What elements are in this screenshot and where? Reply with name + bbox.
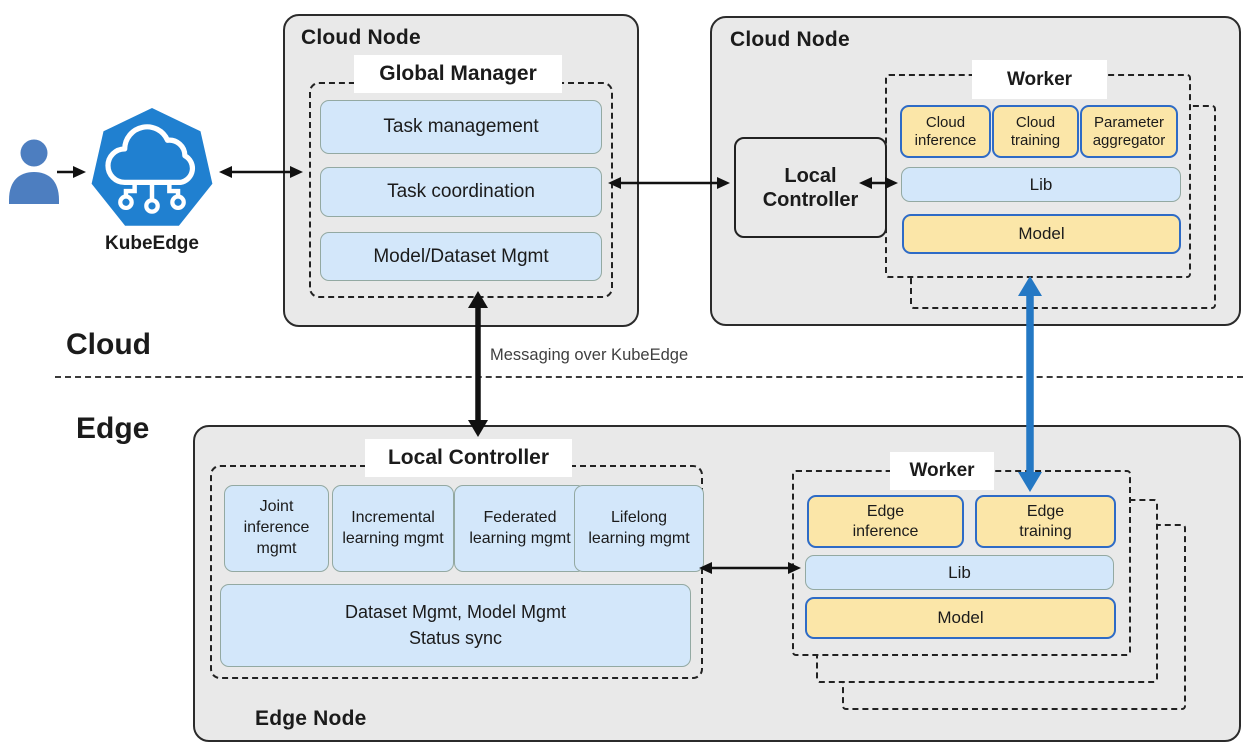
edge-local-controller-label: Local Controller [365,439,572,477]
zone-label-cloud: Cloud [66,328,151,361]
federated-learning-mgmt-box: Federated learning mgmt [454,485,586,572]
task-coordination-box: Task coordination [320,167,602,217]
joint-inference-mgmt-box: Joint inference mgmt [224,485,329,572]
local-controller-box: Local Controller [734,137,887,238]
user-icon [9,139,59,204]
parameter-aggregator-box: Parameter aggregator [1080,105,1178,158]
cloud-inference-box: Cloud inference [900,105,991,158]
incremental-learning-mgmt-box: Incremental learning mgmt [332,485,454,572]
edge-lib-box: Lib [805,555,1114,590]
cloud-node-right: Cloud Node Local Controller Worker Cloud… [710,16,1241,326]
cloud-model-box: Model [902,214,1181,254]
kubeedge-logo-icon [91,108,213,226]
cloud-training-box: Cloud training [992,105,1079,158]
cloud-lib-box: Lib [901,167,1181,202]
cloud-edge-divider [55,376,1243,378]
edge-node-title: Edge Node [255,707,367,730]
edge-node: Edge Node Local Controller Joint inferen… [193,425,1241,742]
model-dataset-mgmt-box: Model/Dataset Mgmt [320,232,602,281]
local-controller-label: Local Controller [762,164,859,211]
arrow-user-to-kubeedge [57,166,86,178]
dataset-model-status-box: Dataset Mgmt, Model Mgmt Status sync [220,584,691,667]
cloud-node-right-title: Cloud Node [730,28,850,51]
lifelong-learning-mgmt-box: Lifelong learning mgmt [574,485,704,572]
edge-model-box: Model [805,597,1116,639]
kubeedge-label: KubeEdge [105,233,199,254]
cloud-worker-label: Worker [972,60,1107,99]
edge-training-box: Edge training [975,495,1116,548]
global-manager-label: Global Manager [354,55,562,93]
edge-worker-label: Worker [890,452,994,490]
cloud-node-left: Cloud Node Global Manager Task managemen… [283,14,639,327]
messaging-label: Messaging over KubeEdge [490,346,689,364]
zone-label-edge: Edge [76,412,150,445]
cloud-node-left-title: Cloud Node [301,26,421,49]
edge-inference-box: Edge inference [807,495,964,548]
task-management-box: Task management [320,100,602,154]
